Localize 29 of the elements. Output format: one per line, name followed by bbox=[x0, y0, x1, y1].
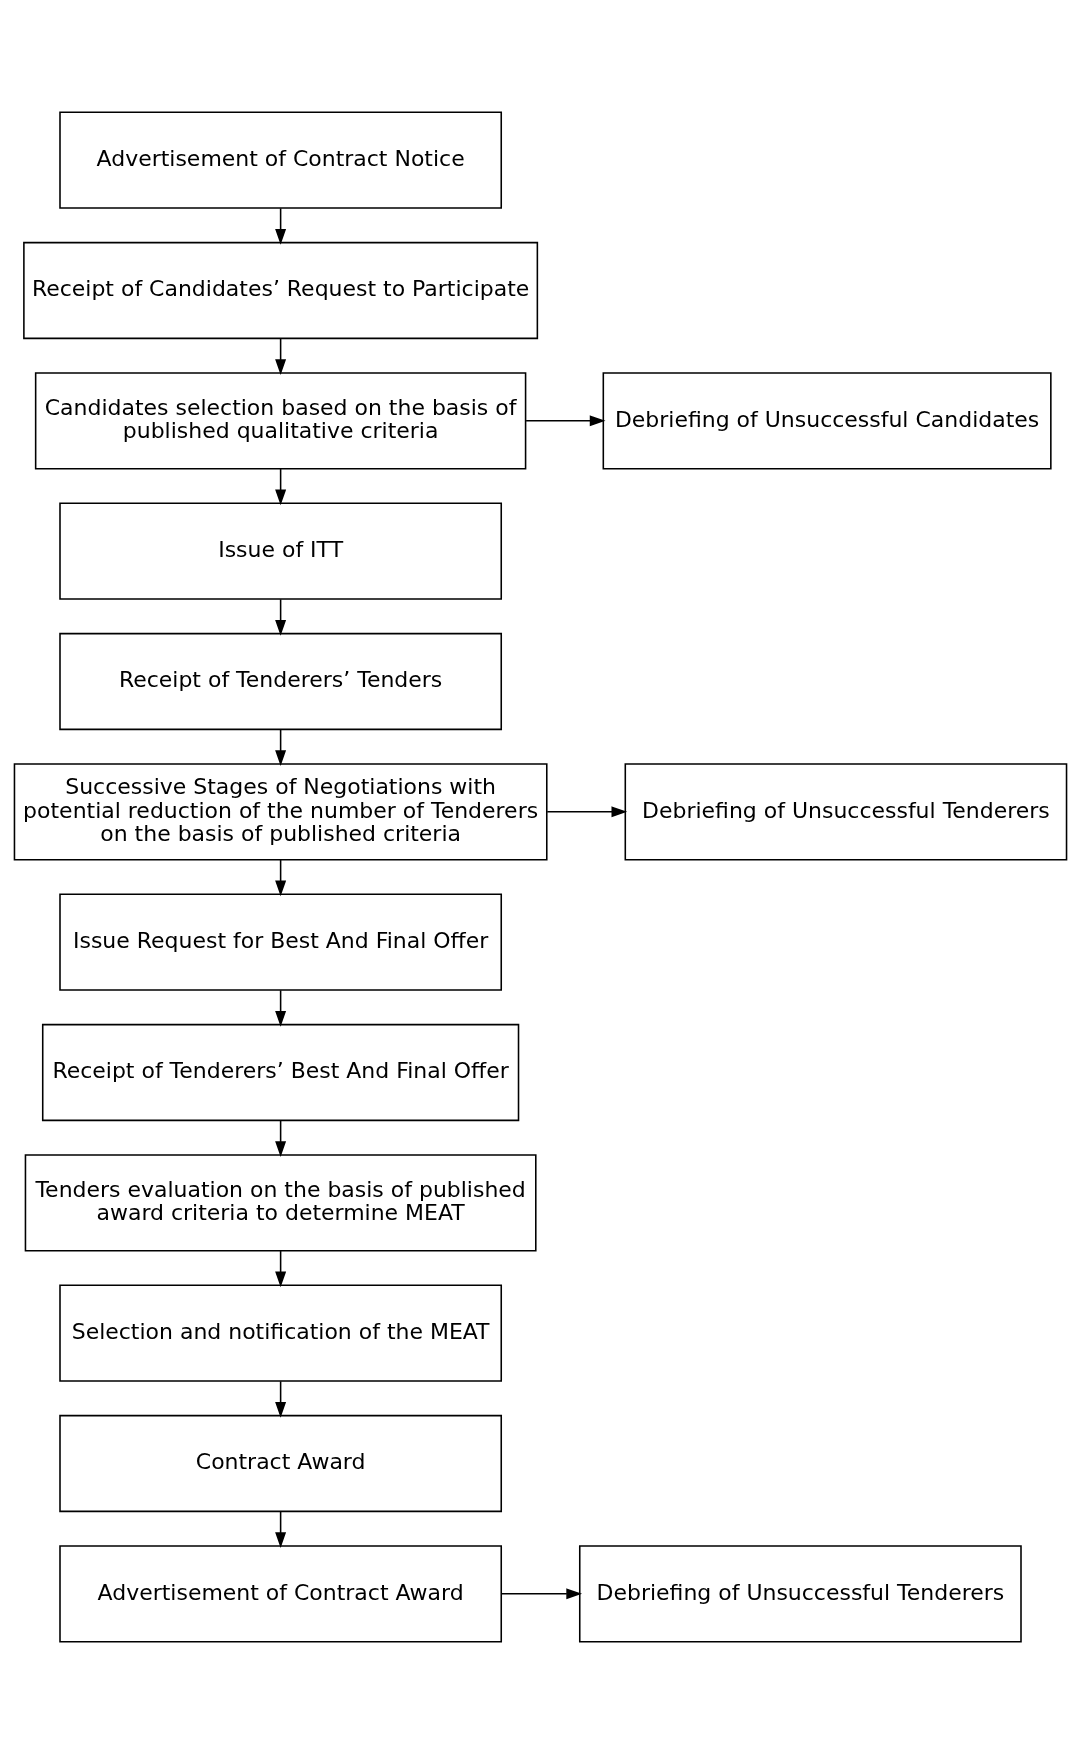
arrow bbox=[275, 1380, 287, 1418]
arrow bbox=[275, 989, 287, 1027]
node-box: Contract Award bbox=[59, 1414, 503, 1513]
arrow bbox=[500, 1588, 583, 1600]
node-box: Debriefing of Unsuccessful Candidates bbox=[602, 372, 1052, 470]
node-box: Issue of ITT bbox=[59, 502, 503, 600]
node-box: Debriefing of Unsuccessful Tenderers bbox=[578, 1545, 1022, 1643]
node-box: Candidates selection based on the basis of published qualitative criteria bbox=[34, 372, 527, 470]
arrow bbox=[275, 207, 287, 245]
arrow bbox=[275, 1250, 287, 1288]
arrow bbox=[275, 728, 287, 766]
arrow bbox=[275, 598, 287, 636]
node-box: Receipt of Tenderers’ Tenders bbox=[59, 632, 503, 731]
node-box: Advertisement of Contract Notice bbox=[59, 111, 503, 209]
arrow bbox=[275, 337, 287, 375]
node-box: Issue Request for Best And Final Offer bbox=[59, 893, 503, 991]
arrow bbox=[546, 806, 628, 818]
arrow bbox=[275, 1510, 287, 1548]
arrow bbox=[275, 468, 287, 506]
node-box: Tenders evaluation on the basis of published award criteria to determine MEAT bbox=[24, 1154, 537, 1252]
node-box: Receipt of Candidates’ Request to Participate bbox=[23, 241, 539, 340]
arrow bbox=[525, 415, 606, 427]
node-box: Successive Stages of Negotiations with potential reduction of the number of Tenderers on the basis of published criteria bbox=[13, 763, 548, 861]
node-box: Debriefing of Unsuccessful Tenderers bbox=[624, 763, 1068, 861]
node-box: Selection and notification of the MEAT bbox=[59, 1284, 503, 1382]
node-box: Receipt of Tenderers’ Best And Final Offer bbox=[41, 1023, 520, 1122]
arrow bbox=[275, 1119, 287, 1157]
arrow bbox=[275, 859, 287, 897]
node-box: Advertisement of Contract Award bbox=[59, 1545, 503, 1643]
